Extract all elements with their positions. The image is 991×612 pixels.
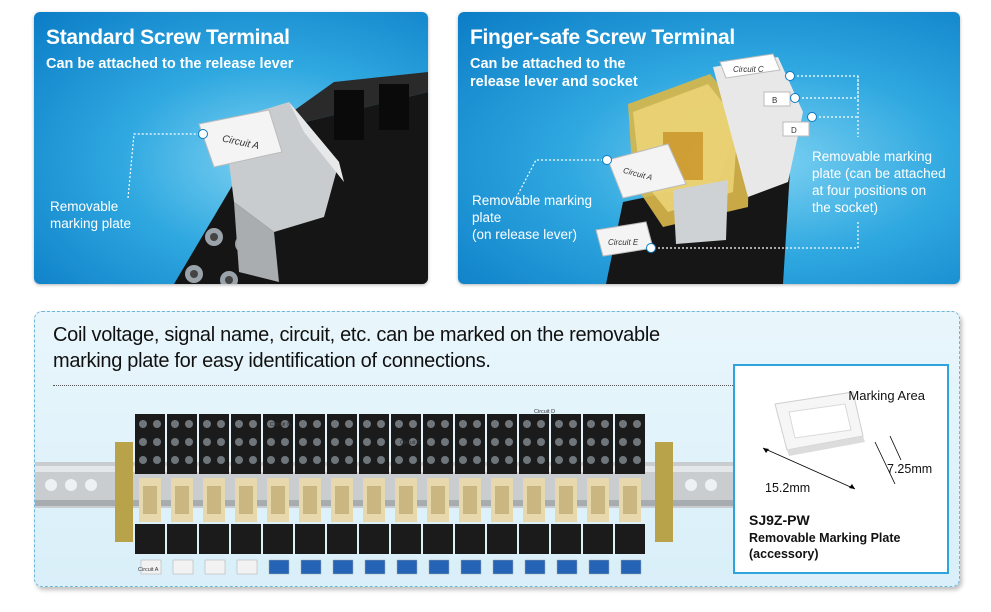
plate-width-dimension: 15.2mm: [765, 481, 811, 495]
finger-safe-terminal-subtitle: Can be attached to the release lever and…: [470, 56, 638, 90]
marking-plate-illustration: [762, 391, 902, 490]
identification-description: Coil voltage, signal name, circuit, etc.…: [53, 324, 660, 372]
tag-e-text: Circuit E: [608, 238, 639, 247]
standard-terminal-title: Standard Screw Terminal: [46, 26, 290, 49]
standard-terminal-subtitle: Can be attached to the release lever: [46, 56, 294, 72]
tag-b-text: B: [772, 96, 777, 105]
identification-box: Coil voltage, signal name, circuit, etc.…: [34, 311, 960, 587]
accessory-model: SJ9Z-PW: [749, 512, 810, 528]
relay-strip-illustration: Circuit A Circuit B Circuit C Circuit D: [35, 409, 735, 575]
removable-plate-callout: Removable marking plate: [50, 199, 132, 231]
tag-c-text: Circuit C: [733, 65, 764, 74]
plate-height-dimension: 7.25mm: [887, 462, 933, 476]
dotted-divider: [53, 385, 733, 386]
marking-area-label: Marking Area: [848, 388, 925, 403]
row-tag-d: Circuit D: [534, 409, 555, 415]
finger-safe-terminal-illustration: Circuit C B D Circuit A Circuit E: [515, 53, 859, 284]
lever-plate-callout: Removable marking plate (on release leve…: [472, 193, 593, 242]
finger-safe-terminal-title: Finger-safe Screw Terminal: [470, 26, 735, 49]
row-tag-c: Circuit C: [400, 440, 421, 446]
row-tag-b: Circuit B: [270, 422, 291, 428]
finger-safe-terminal-panel: Circuit C B D Circuit A Circuit E Finger…: [458, 12, 960, 284]
standard-terminal-panel: Circuit A Standard Screw Terminal Can be…: [34, 12, 428, 284]
tag-d-text: D: [791, 126, 797, 135]
accessory-card: Marking Area 15.2mm 7.25mm SJ9Z-PW Remov…: [733, 364, 949, 574]
standard-terminal-illustration: Circuit A: [127, 72, 428, 284]
row-tag-a: Circuit A: [138, 567, 159, 573]
socket-plate-callout: Removable marking plate (can be attached…: [812, 149, 946, 215]
accessory-description: Removable Marking Plate (accessory): [749, 531, 901, 561]
